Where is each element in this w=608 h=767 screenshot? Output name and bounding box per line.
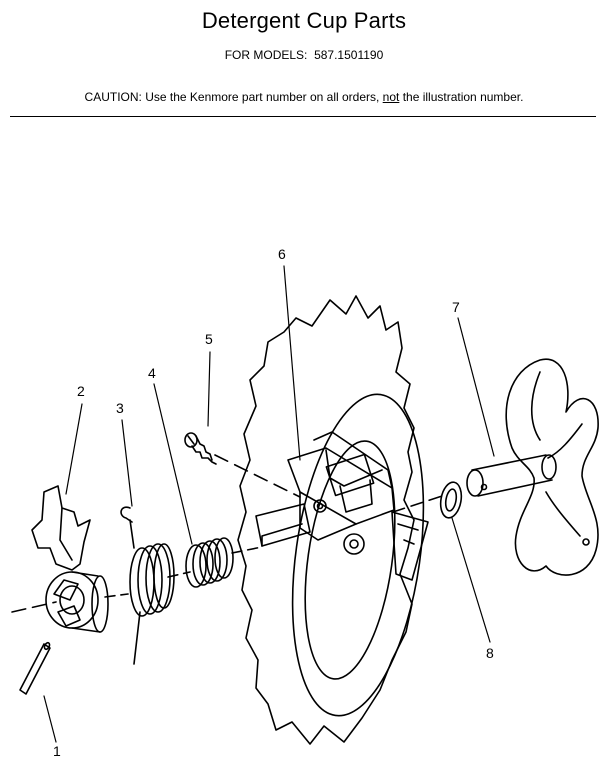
models-value: 587.1501190 (314, 48, 384, 62)
callout-3: 3 (116, 400, 124, 416)
leader-lines (43, 265, 495, 743)
o-ring (439, 481, 463, 519)
callout-2: 2 (77, 383, 85, 399)
header-divider (10, 116, 596, 117)
cam-lever (31, 485, 109, 633)
caution-prefix: CAUTION: Use the Kenmore part number on … (84, 90, 383, 104)
caution-suffix: the illustration number. (399, 90, 524, 104)
callout-8: 8 (486, 645, 494, 661)
detergent-cup-housing (237, 295, 429, 745)
caution-note: CAUTION: Use the Kenmore part number on … (0, 90, 608, 104)
models-label: FOR MODELS: (224, 48, 308, 62)
callout-7: 7 (452, 299, 460, 315)
caution-emphasis: not (382, 90, 400, 104)
callout-6: 6 (278, 246, 286, 262)
callout-5: 5 (205, 331, 213, 347)
screw (184, 432, 217, 465)
compression-spring (185, 537, 234, 588)
callout-numbers: 1 2 3 4 5 6 7 8 (53, 246, 494, 759)
page-title: Detergent Cup Parts (201, 8, 407, 33)
models-line: FOR MODELS: 587.1501190 (0, 48, 608, 62)
pin-and-cover (466, 358, 599, 576)
torsion-spring (120, 506, 175, 665)
pin (19, 641, 51, 695)
callout-1: 1 (53, 743, 61, 759)
callout-4: 4 (148, 365, 156, 381)
